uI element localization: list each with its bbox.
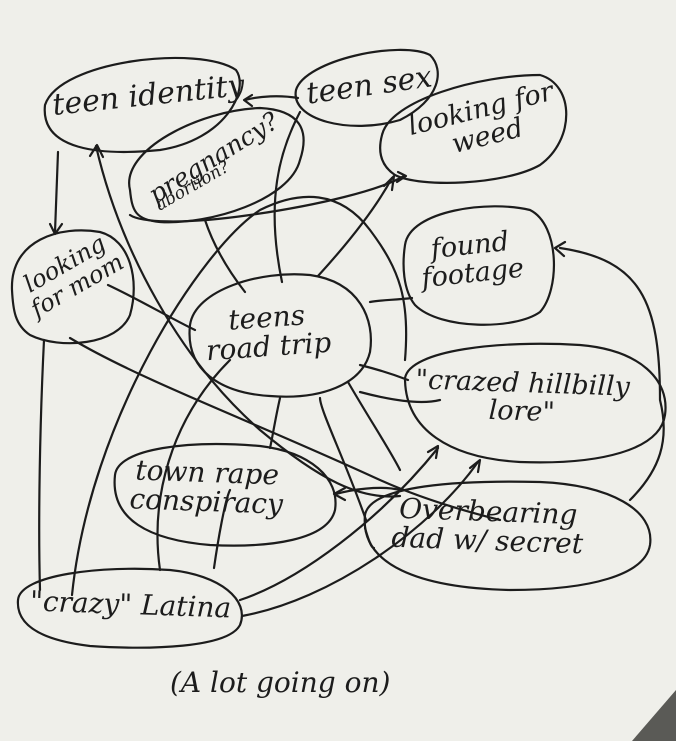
label-crazed-hillbilly-lore: "crazed hillbilly lore" — [415, 364, 630, 429]
ellipse-teens-road-trip — [188, 273, 372, 398]
ellipse-found-footage — [402, 205, 555, 326]
label-town-rape-conspiracy: town rape conspiracy — [129, 454, 283, 522]
ellipse-teen-sex — [294, 48, 439, 127]
label-abortion: abortion? — [152, 157, 234, 215]
crazy-latina-text: "crazy" Latina — [29, 584, 232, 625]
ellipse-crazed-hillbilly — [403, 342, 667, 464]
caption: (A lot going on) — [170, 666, 391, 699]
caption-text: (A lot going on) — [170, 666, 391, 699]
dad-line-2: dad w/ secret — [390, 521, 584, 561]
label-overbearing-dad: Overbearing dad w/ secret — [391, 492, 584, 561]
ellipse-teen-identity — [43, 56, 241, 154]
label-looking-for-weed: looking for weed — [405, 76, 559, 160]
label-found-footage: found footage — [420, 226, 525, 294]
road-trip-line-2: road trip — [205, 326, 333, 368]
label-crazy-latina: "crazy" Latina — [29, 584, 231, 624]
conspiracy-line-2: conspiracy — [128, 482, 284, 522]
ellipse-weed — [379, 73, 568, 184]
label-teens-road-trip: teens road trip — [205, 298, 332, 367]
ellipse-town-rape — [113, 443, 337, 547]
ellipse-overbearing-dad — [363, 480, 652, 592]
label-teen-identity: teen identity — [51, 68, 247, 123]
hillbilly-line-2: lore" — [488, 395, 556, 429]
ellipse-crazy-latina — [16, 567, 243, 649]
label-looking-for-mom: looking for mom — [19, 229, 129, 323]
